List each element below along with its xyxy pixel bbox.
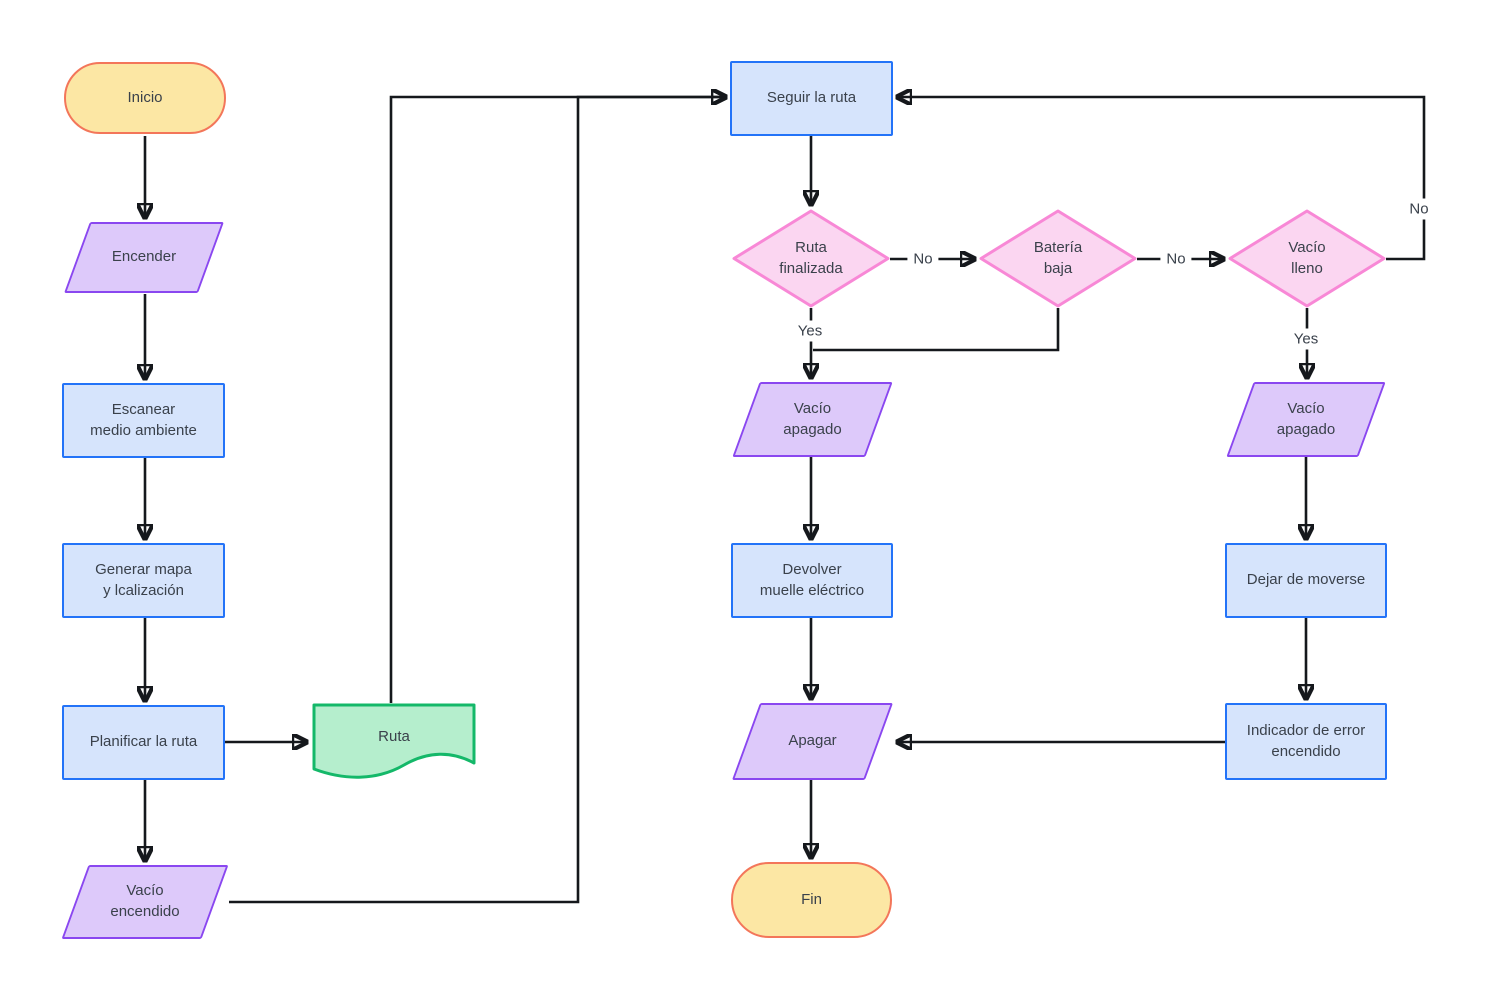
diamond-shape: [1228, 209, 1386, 308]
node-escanear-label: Escanear medio ambiente: [90, 400, 197, 439]
node-ruta-finalizada-label: Ruta finalizada: [779, 238, 843, 277]
node-apagar: Apagar: [731, 703, 894, 780]
node-planificar: Planificar la ruta: [62, 705, 225, 780]
node-vacio-apagado-centro: Vacío apagado: [732, 382, 893, 457]
node-escanear: Escanear medio ambiente: [62, 383, 225, 458]
node-inicio: Inicio: [64, 62, 226, 134]
node-vacio-encendido-label: Vacío encendido: [110, 882, 180, 920]
node-fin: Fin: [731, 862, 892, 938]
node-planificar-label: Planificar la ruta: [89, 733, 198, 751]
node-devolver-muelle-label: Devolver muelle eléctrico: [759, 560, 865, 599]
node-dejar-de-moverse: Dejar de moverse: [1225, 543, 1387, 618]
node-devolver-muelle: Devolver muelle eléctrico: [731, 543, 893, 618]
node-ruta-finalizada: Ruta finalizada: [732, 209, 890, 308]
node-vacio-lleno: Vacío lleno: [1228, 209, 1386, 308]
node-indicador-error-label: Indicador de error encendido: [1246, 721, 1366, 760]
node-dejar-de-moverse-label: Dejar de moverse: [1246, 571, 1366, 589]
node-ruta-label: Ruta: [378, 727, 410, 745]
edge-label-no-bateria-baja: No: [1160, 248, 1192, 270]
node-vacio-encendido: Vacío encendido: [61, 865, 229, 939]
node-bateria-baja-label: Batería baja: [1033, 238, 1083, 277]
node-encender-label: Encender: [111, 248, 177, 266]
node-bateria-baja: Batería baja: [979, 209, 1137, 308]
edge-label-no-ruta-finalizada: No: [907, 248, 939, 270]
edge-label-yes-vacio-lleno: Yes: [1287, 328, 1325, 350]
node-vacio-apagado-centro-label: Vacío apagado: [783, 399, 842, 438]
node-ruta-documento: Ruta: [312, 703, 476, 781]
edge-ruta-seguir: [389, 97, 725, 703]
document-shape: [312, 703, 476, 779]
diamond-shape: [979, 209, 1137, 308]
edge-label-yes-ruta-finalizada: Yes: [791, 320, 829, 342]
node-fin-label: Fin: [801, 890, 822, 908]
edge-vacio-lleno-seguir-loop: [898, 97, 1426, 261]
node-apagar-label: Apagar: [788, 732, 837, 750]
edge-bateria-baja-vacio-apagado: [813, 308, 1060, 352]
node-generar-label: Generar mapa y lcalización: [95, 560, 192, 599]
node-encender: Encender: [64, 222, 224, 293]
edge-vacio-encendido-seguir: [229, 97, 725, 904]
node-seguir-la-ruta: Seguir la ruta: [730, 61, 893, 136]
node-vacio-lleno-label: Vacío lleno: [1288, 238, 1326, 277]
diamond-shape: [732, 209, 890, 308]
node-vacio-apagado-derecha-label: Vacío apagado: [1276, 399, 1336, 438]
edge-label-no-vacio-lleno: No: [1403, 198, 1435, 220]
node-inicio-label: Inicio: [127, 88, 163, 106]
node-indicador-error: Indicador de error encendido: [1225, 703, 1387, 780]
node-generar: Generar mapa y lcalización: [62, 543, 225, 618]
node-seguir-la-ruta-label: Seguir la ruta: [766, 89, 857, 107]
node-vacio-apagado-derecha: Vacío apagado: [1226, 382, 1386, 457]
